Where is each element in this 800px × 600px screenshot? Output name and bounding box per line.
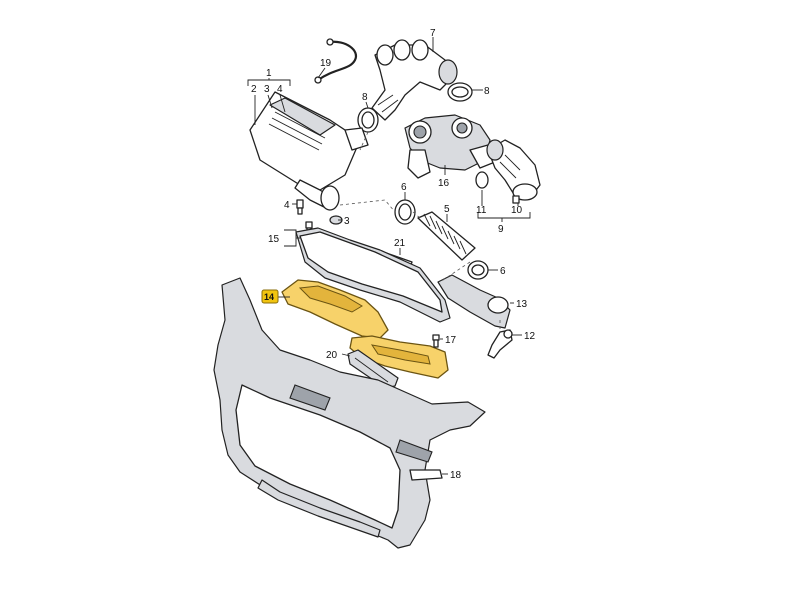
part-14-air-guide-highlighted — [281, 279, 449, 379]
label-9: 9 — [498, 224, 504, 235]
part-20-strip — [347, 349, 399, 389]
label-17: 17 — [445, 335, 457, 346]
part-6-clamp-top — [394, 199, 416, 225]
label-4: 4 — [277, 84, 283, 95]
label-13: 13 — [516, 299, 528, 310]
part-5-corrugated-hose — [417, 211, 476, 261]
label-20: 20 — [326, 350, 338, 361]
part-2-air-filter-box — [249, 91, 369, 211]
label-16: 16 — [438, 178, 450, 189]
label-8-right: 8 — [484, 86, 490, 97]
assembly-dashed-lines — [339, 131, 501, 332]
part-6-clamp-bottom — [467, 260, 489, 280]
label-18: 18 — [450, 470, 462, 481]
label-21: 21 — [394, 238, 406, 249]
part-18-lock-carrier — [213, 277, 486, 549]
part-11-clamp — [475, 171, 489, 189]
label-1: 1 — [266, 68, 272, 79]
label-3-side: 3 — [344, 216, 350, 227]
label-2: 2 — [251, 84, 257, 95]
part-17-screw — [432, 334, 440, 348]
part-7-intake-pipe — [371, 39, 458, 121]
leader-lines — [247, 37, 531, 475]
label-15: 15 — [268, 234, 280, 245]
callout-labels: 1 2 3 4 19 7 8 8 16 11 10 9 4 3 6 5 15 2… — [251, 28, 536, 481]
label-6-top: 6 — [401, 182, 407, 193]
part-8-clamp-right — [447, 82, 473, 102]
label-7: 7 — [430, 28, 436, 39]
label-5: 5 — [444, 204, 450, 215]
part-9-outlet-hose — [486, 139, 541, 201]
label-11: 11 — [476, 205, 487, 216]
label-14-badge — [261, 289, 279, 304]
part-19-hose — [314, 38, 358, 84]
label-10: 10 — [511, 205, 523, 216]
label-6-bottom: 6 — [500, 266, 506, 277]
label-8-left: 8 — [362, 92, 368, 103]
part-12-hose — [487, 329, 513, 359]
part-10-screw — [512, 195, 520, 204]
part-13-air-guide — [437, 274, 511, 329]
label-19: 19 — [320, 58, 332, 69]
label-12: 12 — [524, 331, 536, 342]
part-4-screw — [296, 199, 304, 215]
label-14: 14 — [264, 292, 274, 302]
part-16-throttle-assembly — [404, 114, 496, 179]
label-4-side: 4 — [284, 200, 290, 211]
air-duct-cover — [295, 227, 451, 323]
label-3: 3 — [264, 84, 270, 95]
